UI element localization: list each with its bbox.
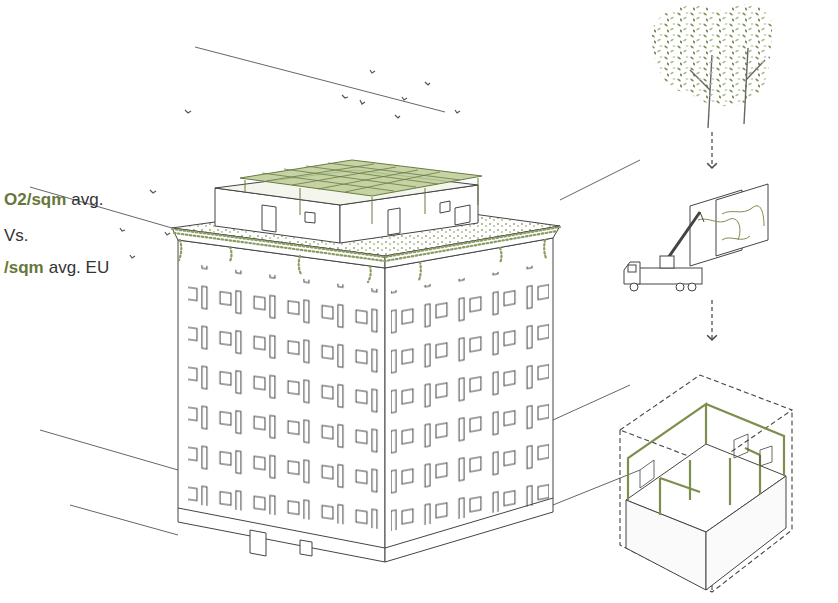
left-windows <box>188 263 380 529</box>
window <box>455 205 470 225</box>
wood-grain <box>698 219 750 240</box>
right-windows <box>391 263 549 531</box>
wheel <box>676 283 684 291</box>
base-line <box>385 498 553 548</box>
left-facade <box>178 240 385 562</box>
metric-text: Vs. <box>4 226 29 246</box>
truck-cab <box>624 262 640 284</box>
metric-text: avg. EU <box>49 258 109 278</box>
cab-window <box>628 265 636 272</box>
birds <box>120 70 460 258</box>
wall-panel <box>716 184 768 256</box>
metric-value: /sqm <box>4 258 44 278</box>
right-facade <box>385 238 553 562</box>
wheel <box>630 283 638 291</box>
window <box>300 540 312 556</box>
building <box>172 200 560 562</box>
truck-crane <box>624 0 768 291</box>
trees <box>652 4 772 128</box>
door <box>388 208 400 235</box>
door <box>262 205 276 232</box>
metric-text: avg. <box>71 190 103 210</box>
crane-cable <box>700 212 704 222</box>
guide-lines <box>30 47 640 535</box>
window <box>305 212 315 223</box>
truck-bed <box>638 268 702 284</box>
crane-arm <box>668 212 700 258</box>
crane-base <box>660 256 674 268</box>
base-line <box>178 508 385 548</box>
floor-module <box>620 375 792 592</box>
window <box>440 201 450 213</box>
metric-value: O2/sqm <box>4 190 66 210</box>
entrance-door <box>250 530 266 556</box>
solar-panels <box>240 160 482 224</box>
wheel <box>688 283 696 291</box>
